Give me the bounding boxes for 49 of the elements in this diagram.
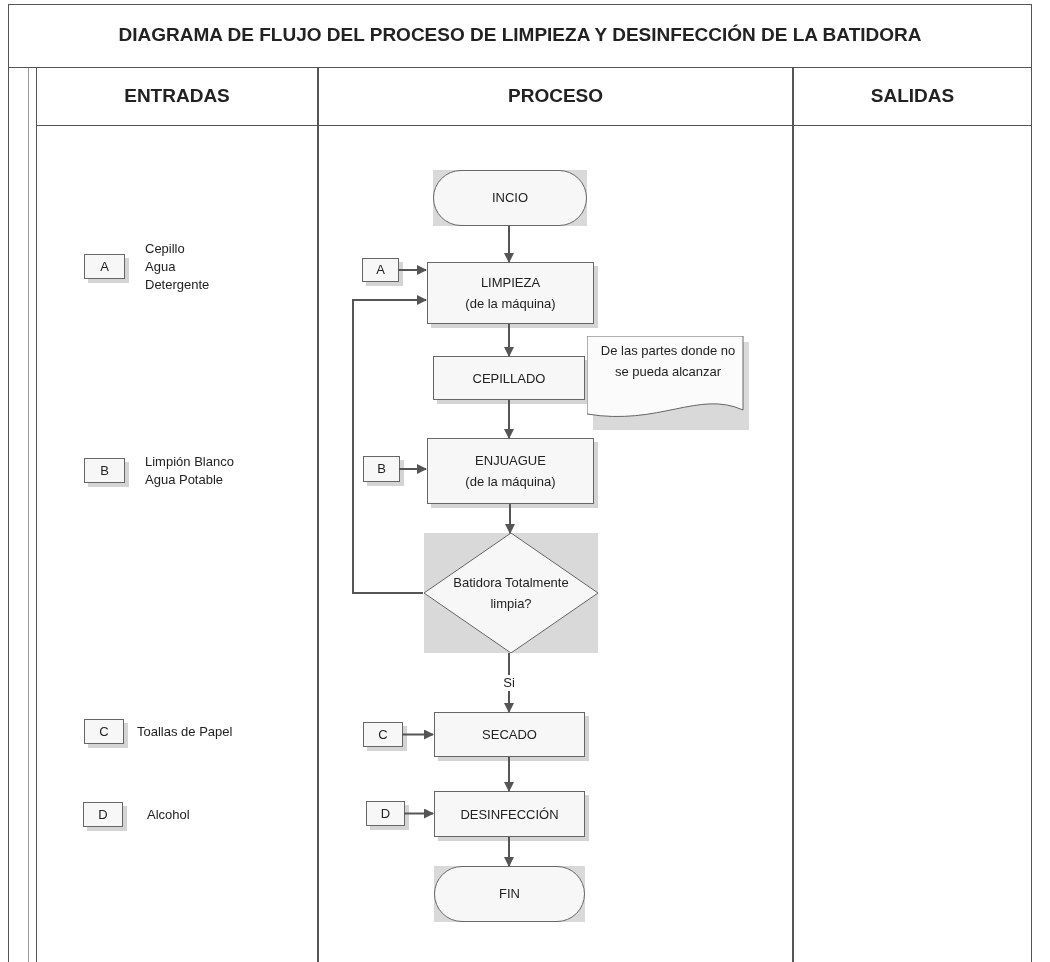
arrow [504,756,514,792]
node-text: CEPILLADO [472,369,546,388]
terminal-shape [433,170,587,226]
node-text: DESINFECCIÓN [460,805,559,824]
edge-label: Si [501,674,517,691]
node-text: PROCESO [508,84,603,109]
node-text: A [376,261,385,280]
node-text: B [377,460,386,479]
arrow [504,225,514,263]
input-text: Detergente [145,275,210,294]
arrow [504,399,514,439]
arrow [403,808,434,819]
node-text: SALIDAS [870,84,955,109]
node-text: ENJUAGUE [475,452,546,470]
node-text: D [98,805,108,824]
node-text: A [100,257,109,276]
node-text: De las partes donde no se pueda alcanzar [599,342,737,381]
input-text: Toallas de Papel [137,722,233,741]
input-text: Agua Potable [145,470,225,489]
node-text: C [99,722,109,741]
input-text: Cepillo [145,239,186,258]
node-text: (de la máquina) [465,295,556,313]
arrow [504,836,514,867]
node-text: D [380,804,391,823]
node-text: FIN [499,885,520,904]
terminal-shape [434,866,585,922]
arrow [504,323,514,357]
node-text: SECADO [482,726,537,744]
document-shape [587,336,749,430]
arrow [398,464,427,474]
node-text: Batidora Totalmente limpia? [452,574,570,613]
swimlane [793,68,1032,962]
node-text: LIMPIEZA [480,274,541,292]
diagram-title: DIAGRAMA DE FLUJO DEL PROCESO DE LIMPIEZA Y DESINFECCIÓN DE LA BATIDORA [118,23,922,48]
node-text: B [100,461,109,480]
arrow [401,729,434,740]
arrow [505,503,515,534]
swimlane [318,68,793,962]
input-text: Alcohol [147,805,190,824]
decision-diamond [424,533,598,653]
node-text: ENTRADAS [124,84,230,109]
arrow [352,295,427,594]
swimlane [36,68,318,962]
input-text: Agua [145,257,177,276]
node-text: C [378,725,388,744]
input-text: Limpión Blanco [145,452,234,471]
node-text: INCIO [491,189,529,208]
arrow [397,265,427,275]
node-text: (de la máquina) [465,473,556,491]
